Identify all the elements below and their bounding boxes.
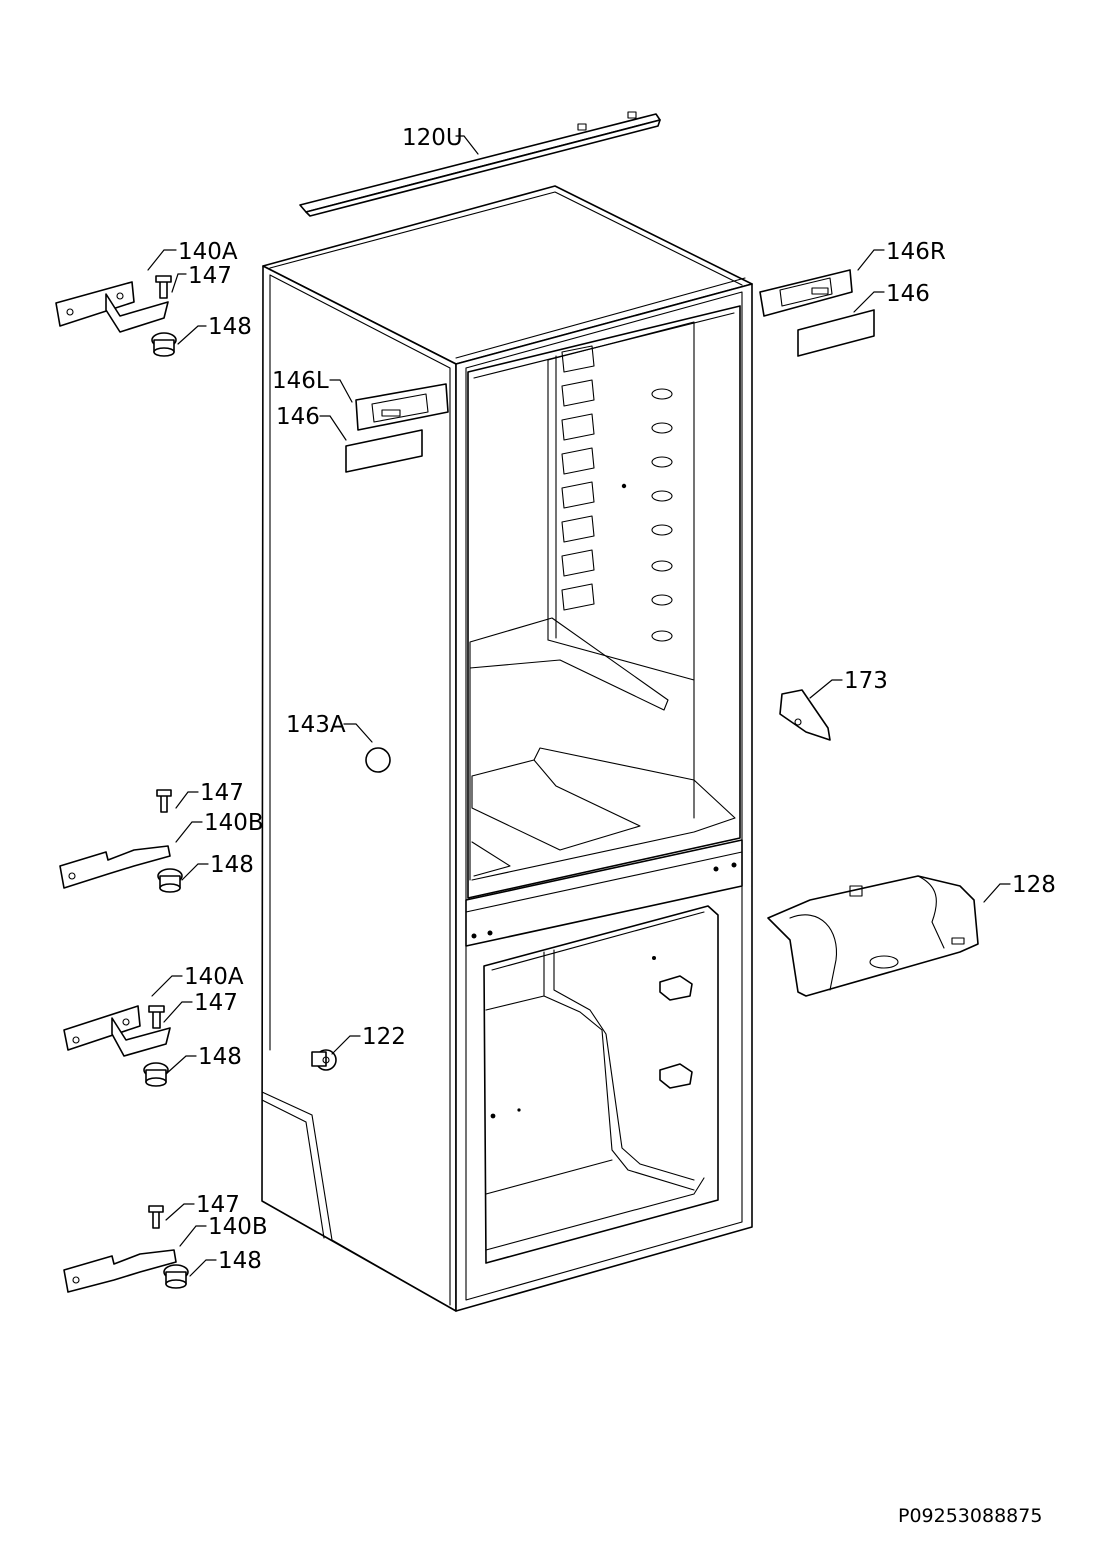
label-146L: 146L	[272, 368, 329, 394]
label-140A-low: 140A	[184, 964, 244, 990]
label-173: 173	[844, 668, 888, 694]
label-147-mid: 147	[200, 780, 244, 806]
document-code: P09253088875	[898, 1505, 1042, 1527]
label-148-top: 148	[208, 314, 252, 340]
part-140B-mid-hinge	[59, 789, 183, 893]
label-147-low: 147	[194, 990, 238, 1016]
part-143A-cap	[365, 747, 391, 773]
part-140A-top-hinge	[55, 275, 177, 357]
part-146-right-label	[797, 309, 875, 357]
part-173-cover	[779, 689, 831, 741]
part-146R-bracket	[759, 269, 853, 317]
label-147-bottom: 147	[196, 1192, 240, 1218]
cabinet-body	[261, 185, 753, 1312]
label-146-right: 146	[886, 281, 930, 307]
label-146R: 146R	[886, 239, 946, 265]
label-146-left: 146	[276, 404, 320, 430]
callout-labels: 120U 140A 147 148 146R 146 146L 146 173 …	[178, 125, 1056, 1274]
part-122-plug	[311, 1049, 337, 1071]
label-140B-bottom: 140B	[208, 1214, 268, 1240]
part-128-cover	[767, 875, 979, 997]
part-146-left-label	[345, 429, 423, 473]
label-122: 122	[362, 1024, 406, 1050]
label-148-low: 148	[198, 1044, 242, 1070]
leader-lines	[147, 135, 1011, 1277]
part-140A-low-hinge	[63, 1005, 171, 1087]
label-147-top: 147	[188, 263, 232, 289]
part-140B-bottom-hinge	[63, 1205, 189, 1293]
label-148-mid: 148	[210, 852, 254, 878]
label-140B-mid: 140B	[204, 810, 264, 836]
label-140A-top: 140A	[178, 239, 238, 265]
label-148-bottom: 148	[218, 1248, 262, 1274]
part-146L-bracket	[355, 383, 449, 431]
label-128: 128	[1012, 872, 1056, 898]
label-120U: 120U	[402, 125, 463, 151]
label-143A: 143A	[286, 712, 346, 738]
shelf-supports	[561, 345, 673, 642]
part-120U-top-rail	[299, 111, 661, 217]
